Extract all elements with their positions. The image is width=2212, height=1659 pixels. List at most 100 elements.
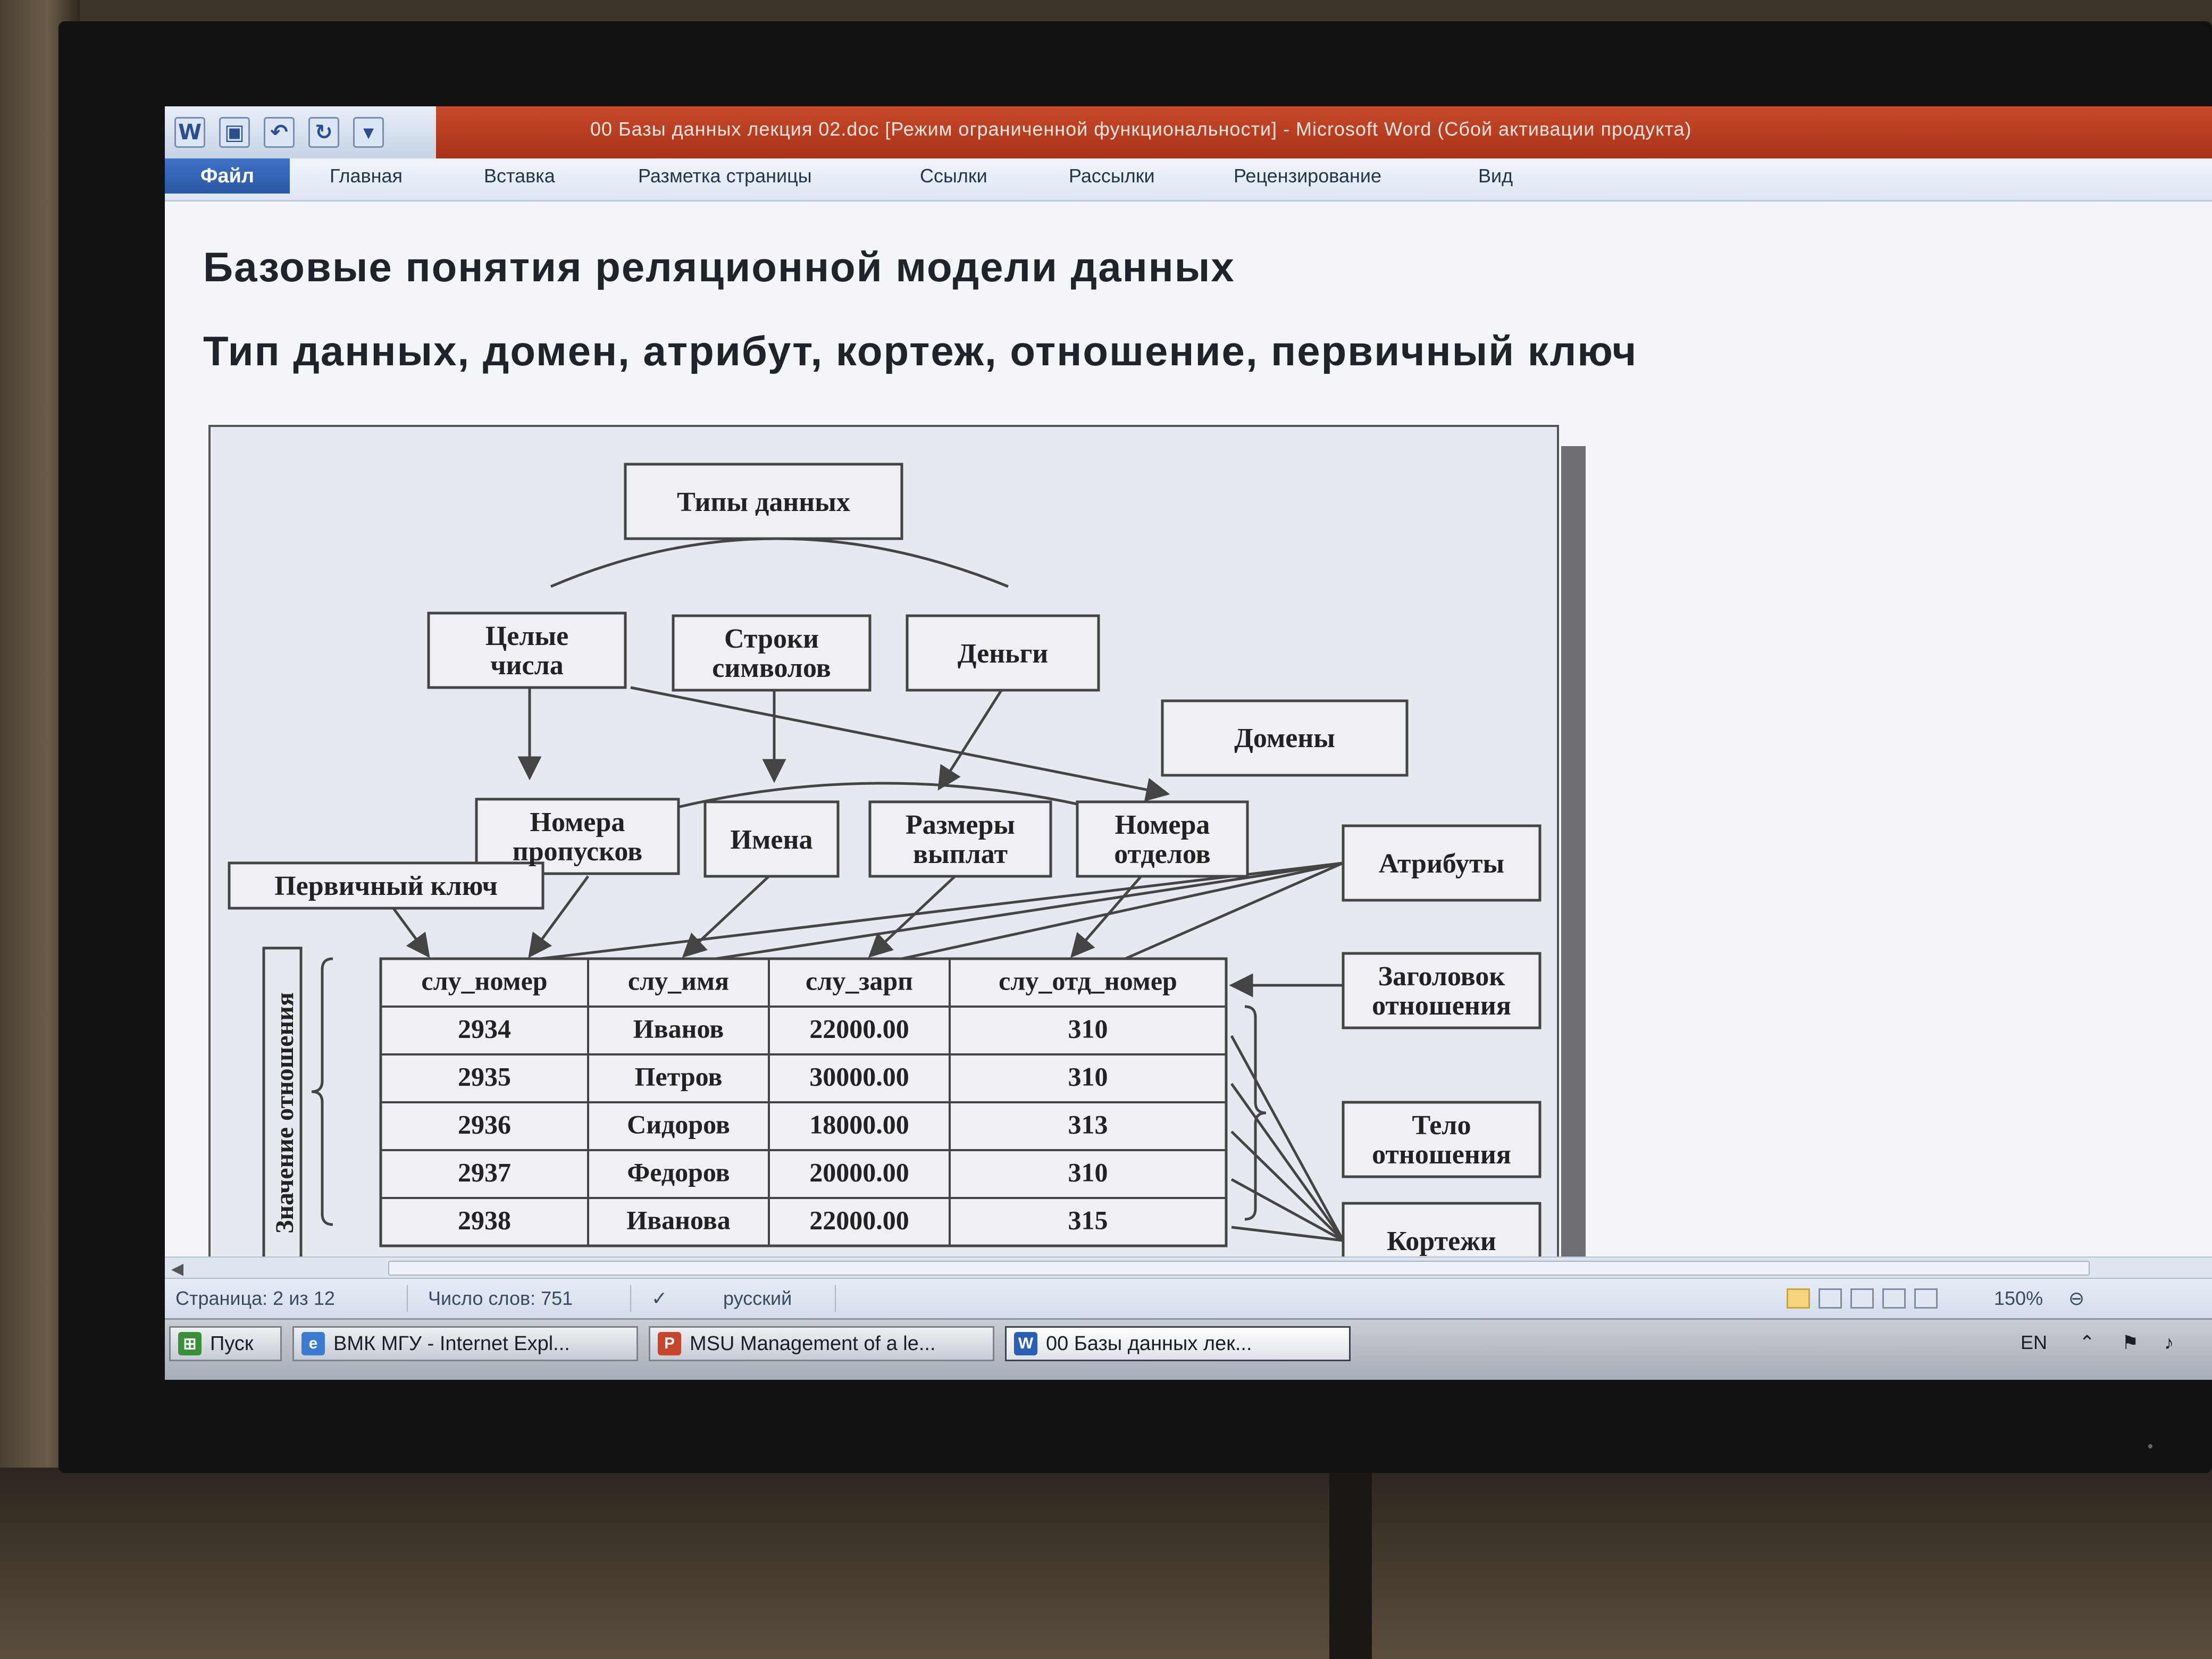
figure-shadow bbox=[1561, 446, 1586, 1265]
volume-icon[interactable]: ♪ bbox=[2164, 1331, 2174, 1353]
arrow-int-dept bbox=[630, 686, 1170, 802]
ribbon-tabs: Файл Главная Вставка Разметка страницы С… bbox=[165, 158, 2212, 202]
start-button[interactable]: ⊞ Пуск bbox=[169, 1326, 282, 1361]
tab-mailings[interactable]: Рассылки bbox=[1069, 165, 1155, 187]
label-relation-body-2: отношения bbox=[1372, 1139, 1511, 1170]
zoom-level[interactable]: 150% bbox=[1994, 1287, 2043, 1309]
scroll-thumb[interactable] bbox=[388, 1261, 2090, 1276]
action-center-flag-icon[interactable]: ⚑ bbox=[2122, 1331, 2139, 1353]
window-title: 00 Базы данных лекция 02.doc [Режим огра… bbox=[590, 118, 1692, 140]
label-pass-numbers-2: пропусков bbox=[513, 836, 642, 867]
box-integers bbox=[427, 611, 627, 689]
table-cell: Иванов bbox=[633, 1014, 724, 1044]
taskbar-item-ie[interactable]: e ВМК МГУ - Internet Expl... bbox=[292, 1326, 638, 1361]
redo-icon[interactable]: ↻ bbox=[308, 117, 339, 148]
web-layout-view-icon[interactable] bbox=[1850, 1288, 1874, 1309]
customize-icon[interactable]: ▾ bbox=[353, 117, 384, 148]
box-domains bbox=[1161, 699, 1409, 777]
table-cell: 20000.00 bbox=[809, 1158, 909, 1187]
label-integers-2: числа bbox=[490, 650, 564, 681]
tuple-line-2 bbox=[1230, 1083, 1345, 1242]
outline-view-icon[interactable] bbox=[1882, 1288, 1906, 1309]
box-relation-body bbox=[1342, 1101, 1541, 1178]
save-icon[interactable]: ▣ bbox=[219, 117, 250, 148]
arrow-primary-key bbox=[390, 904, 430, 958]
relation-value-frame bbox=[262, 946, 303, 1267]
zoom-out-icon[interactable]: ⊖ bbox=[2068, 1287, 2085, 1309]
table-header-cell: слу_имя bbox=[628, 966, 729, 996]
types-arc bbox=[550, 537, 1009, 588]
attr-line-1 bbox=[540, 861, 1344, 960]
proofing-icon[interactable]: ✓ bbox=[651, 1287, 668, 1309]
table-cell: Федоров bbox=[627, 1158, 730, 1187]
label-strings-2: символов bbox=[712, 653, 831, 683]
screen: W ▣ ↶ ↻ ▾ 00 Базы данных лекция 02.doc [… bbox=[165, 106, 2212, 1380]
tuple-line-5 bbox=[1231, 1226, 1344, 1242]
body-brace bbox=[1244, 1005, 1267, 1221]
label-primary-key: Первичный ключ bbox=[274, 871, 498, 901]
monitor-stand bbox=[1329, 1473, 1372, 1659]
table-cell: 22000.00 bbox=[809, 1014, 909, 1044]
arrow-pass-col bbox=[528, 875, 590, 958]
undo-icon[interactable]: ↶ bbox=[264, 117, 295, 148]
tab-view[interactable]: Вид bbox=[1478, 165, 1513, 187]
table-cell: 315 bbox=[1068, 1205, 1108, 1235]
table-cell: 2938 bbox=[458, 1205, 511, 1235]
label-pass-numbers-1: Номера bbox=[530, 807, 625, 837]
table-cell: 2934 bbox=[458, 1014, 511, 1044]
tab-file[interactable]: Файл bbox=[165, 158, 290, 194]
tab-review[interactable]: Рецензирование bbox=[1234, 165, 1381, 187]
label-names: Имена bbox=[731, 825, 813, 855]
scroll-left-icon[interactable]: ◀ bbox=[171, 1260, 184, 1278]
table-cell: 18000.00 bbox=[809, 1110, 909, 1139]
label-strings-1: Строки bbox=[724, 624, 819, 654]
label-dept-numbers-2: отделов bbox=[1114, 839, 1211, 869]
full-screen-view-icon[interactable] bbox=[1819, 1288, 1842, 1309]
word-count[interactable]: Число слов: 751 bbox=[428, 1287, 573, 1309]
taskbar-item-word[interactable]: W 00 Базы данных лек... bbox=[1005, 1326, 1351, 1361]
word-icon[interactable]: W bbox=[174, 117, 205, 148]
page-indicator[interactable]: Страница: 2 из 12 bbox=[175, 1287, 335, 1309]
presentation-icon: P bbox=[658, 1332, 681, 1355]
power-indicator bbox=[2148, 1444, 2152, 1448]
language-indicator[interactable]: русский bbox=[723, 1287, 792, 1309]
value-brace bbox=[311, 957, 333, 1226]
label-attributes: Атрибуты bbox=[1379, 849, 1504, 879]
print-layout-view-icon[interactable] bbox=[1787, 1288, 1810, 1309]
taskbar-item-ppt[interactable]: P MSU Management of a le... bbox=[649, 1326, 994, 1361]
tab-page-layout[interactable]: Разметка страницы bbox=[638, 165, 812, 187]
table-cell: Петров bbox=[635, 1062, 723, 1092]
tab-insert[interactable]: Вставка bbox=[484, 165, 555, 187]
horizontal-scrollbar[interactable]: ◀ bbox=[165, 1256, 2212, 1279]
document-page[interactable]: Базовые понятия реляционной модели данны… bbox=[165, 202, 2212, 1267]
box-dept-numbers bbox=[1076, 800, 1249, 878]
label-relation-header-2: отношения bbox=[1372, 991, 1511, 1021]
status-divider bbox=[835, 1285, 836, 1312]
keyboard-language[interactable]: EN bbox=[2021, 1331, 2048, 1353]
table-cell: Сидоров bbox=[627, 1110, 730, 1139]
table-cell: 2936 bbox=[458, 1110, 511, 1139]
box-payments bbox=[868, 800, 1052, 878]
taskbar-item-label: ВМК МГУ - Internet Expl... bbox=[333, 1332, 570, 1355]
tray-arrow-icon[interactable]: ⌃ bbox=[2079, 1331, 2096, 1353]
attr-line-4 bbox=[1124, 861, 1344, 960]
word-icon: W bbox=[1014, 1332, 1037, 1355]
table-header-cell: слу_номер bbox=[421, 966, 547, 996]
relational-model-diagram: Типы данных Целые числа Строки символов … bbox=[208, 425, 1559, 1267]
box-attributes bbox=[1342, 824, 1541, 902]
table-cell: 2935 bbox=[458, 1062, 511, 1092]
box-relation-header bbox=[1342, 952, 1541, 1029]
internet-explorer-icon: e bbox=[301, 1332, 325, 1355]
label-dept-numbers-1: Номера bbox=[1115, 810, 1210, 840]
tab-references[interactable]: Ссылки bbox=[920, 165, 987, 187]
draft-view-icon[interactable] bbox=[1914, 1288, 1938, 1309]
arrow-pay-col bbox=[868, 875, 956, 958]
label-money: Деньги bbox=[958, 639, 1049, 669]
table-cell: 2937 bbox=[458, 1158, 511, 1187]
arrow-money-pay bbox=[937, 678, 1010, 791]
box-primary-key bbox=[228, 861, 544, 910]
tuple-line-1 bbox=[1230, 1035, 1345, 1242]
tab-home[interactable]: Главная bbox=[330, 165, 403, 187]
label-relation-value: Значение отношения bbox=[271, 992, 299, 1234]
